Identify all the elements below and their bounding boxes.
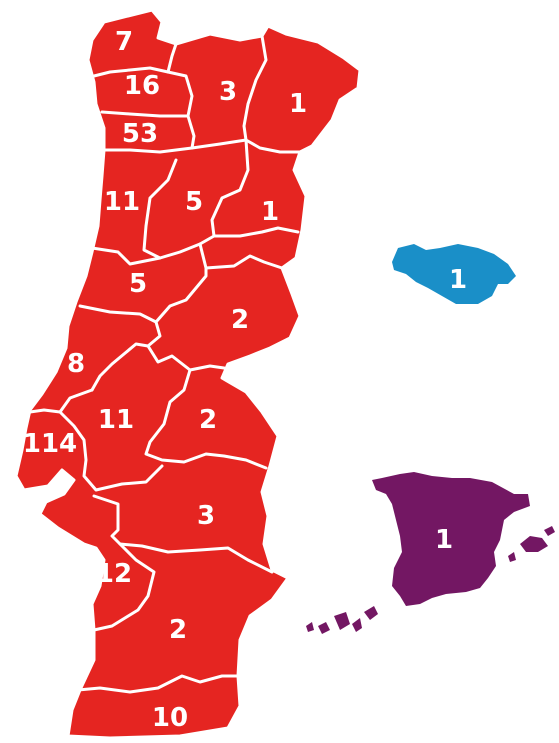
canary-island-1 bbox=[306, 622, 314, 632]
count-evora: 3 bbox=[197, 501, 215, 531]
count-braganca: 1 bbox=[289, 89, 307, 119]
canary-island-3 bbox=[334, 612, 350, 630]
balearic-islands bbox=[508, 526, 555, 562]
madeira-island bbox=[392, 244, 516, 304]
count-viana-do-castelo: 7 bbox=[115, 27, 133, 57]
district-count-labels: 7 16 3 1 53 11 5 1 5 2 8 11 2 114 3 12 2… bbox=[23, 27, 467, 733]
ibiza-island bbox=[508, 552, 516, 562]
count-guarda: 1 bbox=[261, 197, 279, 227]
count-castelo-branco: 2 bbox=[231, 305, 249, 335]
count-coimbra: 5 bbox=[129, 269, 147, 299]
count-spain: 1 bbox=[435, 525, 453, 555]
canary-islands bbox=[306, 606, 378, 634]
count-madeira: 1 bbox=[449, 265, 467, 295]
spain-mainland bbox=[372, 472, 530, 606]
canary-island-4 bbox=[352, 618, 362, 632]
canary-island-5 bbox=[364, 606, 378, 620]
count-vila-real: 3 bbox=[219, 77, 237, 107]
count-aveiro: 11 bbox=[104, 187, 140, 217]
count-porto: 53 bbox=[122, 119, 158, 149]
count-santarem: 11 bbox=[98, 405, 134, 435]
count-setubal: 12 bbox=[96, 559, 132, 589]
count-portalegre: 2 bbox=[199, 405, 217, 435]
menorca-island bbox=[544, 526, 555, 536]
count-lisboa: 114 bbox=[23, 429, 77, 459]
count-beja: 2 bbox=[169, 615, 187, 645]
count-faro: 10 bbox=[152, 703, 188, 733]
count-braga: 16 bbox=[124, 71, 160, 101]
mallorca-island bbox=[520, 536, 548, 552]
district-borders bbox=[28, 34, 302, 694]
count-leiria: 8 bbox=[67, 349, 85, 379]
count-viseu: 5 bbox=[185, 187, 203, 217]
canary-island-2 bbox=[318, 622, 330, 634]
